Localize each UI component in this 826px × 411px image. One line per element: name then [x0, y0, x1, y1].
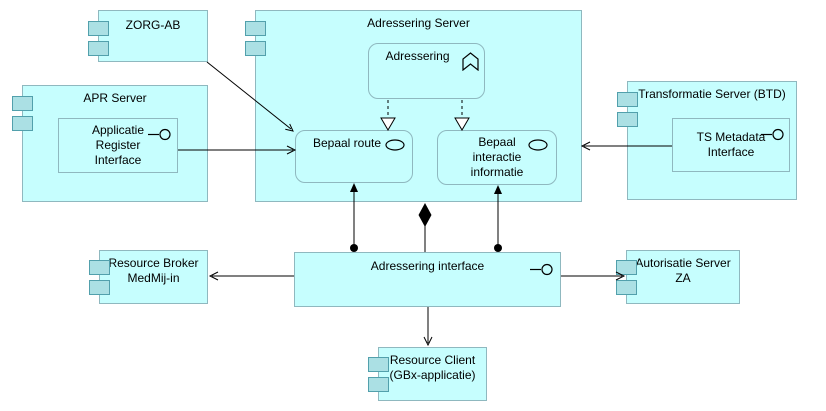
component-icon — [617, 112, 638, 127]
service-bepaal-route: Bepaal route — [295, 130, 413, 183]
component-label: Resource Broker MedMij-in — [108, 256, 199, 285]
oval-service-icon — [385, 139, 405, 151]
component-icon — [12, 116, 33, 131]
component-icon — [89, 260, 110, 275]
component-label: ZORG-AB — [125, 18, 181, 32]
component-icon — [368, 357, 389, 372]
component-resource-broker: Resource Broker MedMij-in — [89, 250, 208, 304]
component-icon — [88, 41, 109, 56]
component-label: APR Server — [83, 91, 147, 105]
service-label: Bepaal route — [312, 136, 382, 150]
service-bepaal-interactie-informatie: Bepaal interactie informatie — [437, 130, 557, 185]
interface-label: Adressering interface — [370, 259, 485, 273]
oval-service-icon — [528, 139, 548, 151]
component-icon — [616, 260, 637, 275]
component-icon — [245, 41, 266, 56]
arrow-interface-to-resource-client — [423, 307, 433, 347]
service-label: Bepaal interactie informatie — [470, 135, 524, 179]
lollipop-interface-icon — [530, 263, 553, 276]
composition-server-interface — [418, 203, 432, 252]
chevron-process-icon — [462, 52, 479, 71]
component-icon — [368, 377, 389, 392]
interface-applicatie-register: Applicatie Register Interface — [58, 118, 178, 173]
lollipop-interface-icon — [761, 128, 784, 141]
interface-label: Applicatie Register Interface — [91, 123, 145, 167]
arrow-interface-to-autorisatie-server — [561, 271, 626, 281]
component-autorisatie-server: Autorisatie Server ZA — [616, 250, 740, 304]
component-zorg-ab: ZORG-AB — [88, 10, 208, 62]
component-icon — [617, 92, 638, 107]
component-label: Autorisatie Server ZA — [635, 256, 731, 285]
component-icon — [245, 21, 266, 36]
component-label: Adressering Server — [367, 16, 470, 30]
process-label: Adressering — [385, 49, 450, 63]
interface-label: TS Metadata Interface — [696, 130, 766, 159]
component-label: Transformatie Server (BTD) — [638, 87, 786, 101]
component-resource-client: Resource Client (GBx-applicatie) — [368, 347, 487, 401]
component-icon — [89, 280, 110, 295]
component-icon — [88, 21, 109, 36]
process-adressering: Adressering — [368, 43, 485, 99]
interface-ts-metadata: TS Metadata Interface — [672, 118, 790, 172]
component-icon — [616, 280, 637, 295]
component-label: Resource Client (GBx-applicatie) — [389, 353, 476, 382]
lollipop-interface-icon — [148, 128, 171, 141]
interface-adressering: Adressering interface — [294, 252, 561, 307]
component-icon — [12, 96, 33, 111]
arrow-interface-to-resource-broker — [208, 271, 294, 281]
